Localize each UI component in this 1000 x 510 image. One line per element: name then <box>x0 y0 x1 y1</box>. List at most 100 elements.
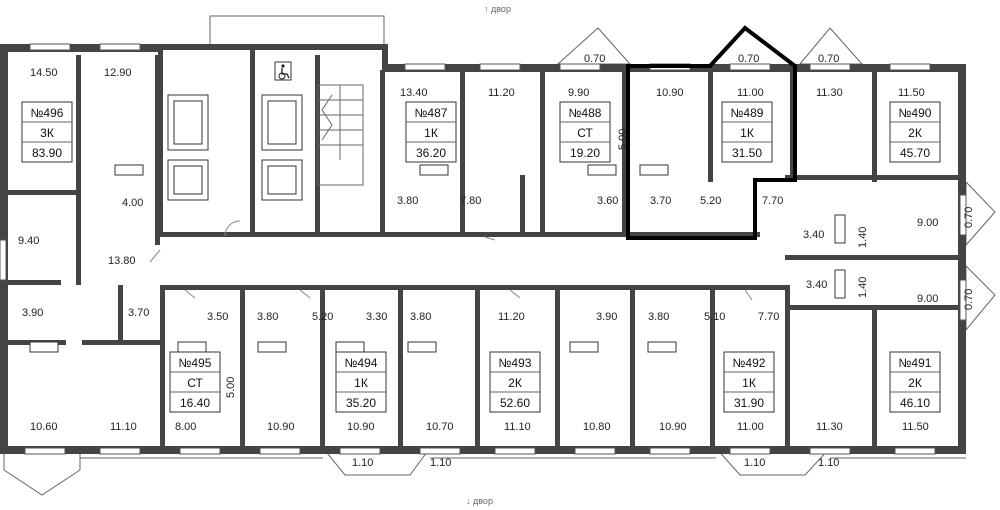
wheelchair-icon <box>274 61 292 81</box>
room-area: 0.70 <box>584 53 605 65</box>
room-area: 8.00 <box>175 421 196 433</box>
bathroom-fixtures <box>29 164 846 353</box>
compass-bottom: ↓ двор <box>466 496 493 506</box>
room-area: 3.40 <box>803 229 824 241</box>
room-area: 10.70 <box>426 421 454 433</box>
apartment-type: СТ <box>187 376 203 390</box>
room-area: 7.80 <box>460 195 481 207</box>
room-area: 3.90 <box>22 307 43 319</box>
selected-apartment-outline <box>626 25 797 240</box>
room-area: 3.80 <box>257 311 278 323</box>
room-area: 11.20 <box>488 87 515 99</box>
room-area: 11.10 <box>110 421 137 433</box>
room-area: 10.60 <box>30 421 58 433</box>
room-area: 10.80 <box>583 421 611 433</box>
apartment-area: 36.20 <box>416 146 446 160</box>
room-area-labels: 14.50 12.90 4.00 9.40 13.80 3.90 3.70 10… <box>18 53 975 469</box>
room-area: 11.00 <box>737 87 764 99</box>
room-area: 3.50 <box>207 311 228 323</box>
room-area: 11.50 <box>902 421 929 433</box>
room-area: 7.70 <box>758 311 779 323</box>
apartment-badge-490[interactable]: №490 2К 45.70 <box>889 101 941 163</box>
room-area: 1.10 <box>430 457 451 469</box>
apartment-badge-487[interactable]: №487 1К 36.20 <box>405 101 457 163</box>
room-area: 3.40 <box>806 279 827 291</box>
room-area: 10.90 <box>659 421 687 433</box>
room-area: 5.00 <box>225 377 237 398</box>
apartment-area: 83.90 <box>32 146 62 160</box>
room-area: 13.40 <box>400 87 428 99</box>
room-area: 9.00 <box>917 217 938 229</box>
apartment-type: 1К <box>740 126 754 140</box>
apartment-badge-494[interactable]: №494 1К 35.20 <box>335 351 387 413</box>
room-area: 11.30 <box>816 421 843 433</box>
room-area: 5.10 <box>704 311 725 323</box>
room-area: 3.60 <box>597 195 618 207</box>
apartment-area: 16.40 <box>180 396 210 410</box>
room-area: 3.80 <box>410 311 431 323</box>
apartment-number: №494 <box>345 356 378 370</box>
apartment-badge-496[interactable]: №496 3К 83.90 <box>21 101 73 163</box>
room-area: 1.10 <box>352 457 373 469</box>
apartment-badge-488[interactable]: №488 СТ 19.20 <box>559 101 611 163</box>
apartment-badge-489[interactable]: №489 1К 31.50 <box>721 101 773 163</box>
apartment-area: 45.70 <box>900 146 930 160</box>
apartment-type: 3К <box>40 126 54 140</box>
elevator-shafts <box>167 94 303 201</box>
windows <box>0 43 967 455</box>
room-area: 3.80 <box>397 195 418 207</box>
room-area: 0.70 <box>963 289 975 310</box>
room-area: 5.00 <box>617 129 629 150</box>
apartment-type: 2К <box>908 376 922 390</box>
apartment-badge-491[interactable]: №491 2К 46.10 <box>889 351 941 413</box>
apartment-area: 52.60 <box>500 396 530 410</box>
interior-walls <box>6 50 961 450</box>
room-area: 3.90 <box>596 311 617 323</box>
room-area: 0.70 <box>818 53 839 65</box>
room-area: 1.10 <box>818 457 839 469</box>
balcony-bottom <box>3 447 966 496</box>
room-area: 11.30 <box>816 87 843 99</box>
apartment-number: №491 <box>899 356 932 370</box>
room-area: 3.30 <box>366 311 387 323</box>
balcony-top <box>209 15 864 65</box>
apartment-number: №488 <box>569 106 602 120</box>
stairs-icon <box>317 84 364 186</box>
apartment-number: №492 <box>733 356 766 370</box>
room-area: 3.70 <box>650 195 671 207</box>
outer-walls <box>0 44 966 454</box>
apartment-type: 2К <box>508 376 522 390</box>
apartment-area: 35.20 <box>346 396 376 410</box>
room-area: 0.70 <box>963 207 975 228</box>
room-area: 14.50 <box>30 67 58 79</box>
room-area: 11.20 <box>498 311 525 323</box>
apartment-badges: №496 3К 83.90 №487 1К 36.20 №488 СТ 19.2… <box>21 101 941 413</box>
room-area: 3.80 <box>648 311 669 323</box>
room-area: 1.40 <box>857 277 869 298</box>
apartment-number: №496 <box>31 106 64 120</box>
apartment-number: №490 <box>899 106 932 120</box>
room-area: 5.20 <box>312 311 333 323</box>
room-area: 12.90 <box>104 67 132 79</box>
room-area: 3.70 <box>128 307 149 319</box>
apartment-area: 31.50 <box>732 146 762 160</box>
room-area: 13.80 <box>108 255 136 267</box>
room-area: 11.10 <box>504 421 531 433</box>
room-area: 11.00 <box>737 421 764 433</box>
apartment-badge-492[interactable]: №492 1К 31.90 <box>723 351 775 413</box>
apartment-number: №495 <box>179 356 212 370</box>
apartment-area: 46.10 <box>900 396 930 410</box>
room-area: 0.70 <box>738 53 759 65</box>
apartment-type: 1К <box>354 376 368 390</box>
apartment-type: 2К <box>908 126 922 140</box>
room-area: 4.00 <box>122 197 143 209</box>
apartment-number: №493 <box>499 356 532 370</box>
apartment-badge-493[interactable]: №493 2К 52.60 <box>489 351 541 413</box>
room-area: 11.50 <box>898 87 925 99</box>
apartment-area: 19.20 <box>570 146 600 160</box>
room-area: 1.10 <box>744 457 765 469</box>
apartment-type: СТ <box>577 126 593 140</box>
compass-top: ↑ двор <box>484 4 511 14</box>
apartment-badge-495[interactable]: №495 СТ 16.40 <box>169 351 221 413</box>
